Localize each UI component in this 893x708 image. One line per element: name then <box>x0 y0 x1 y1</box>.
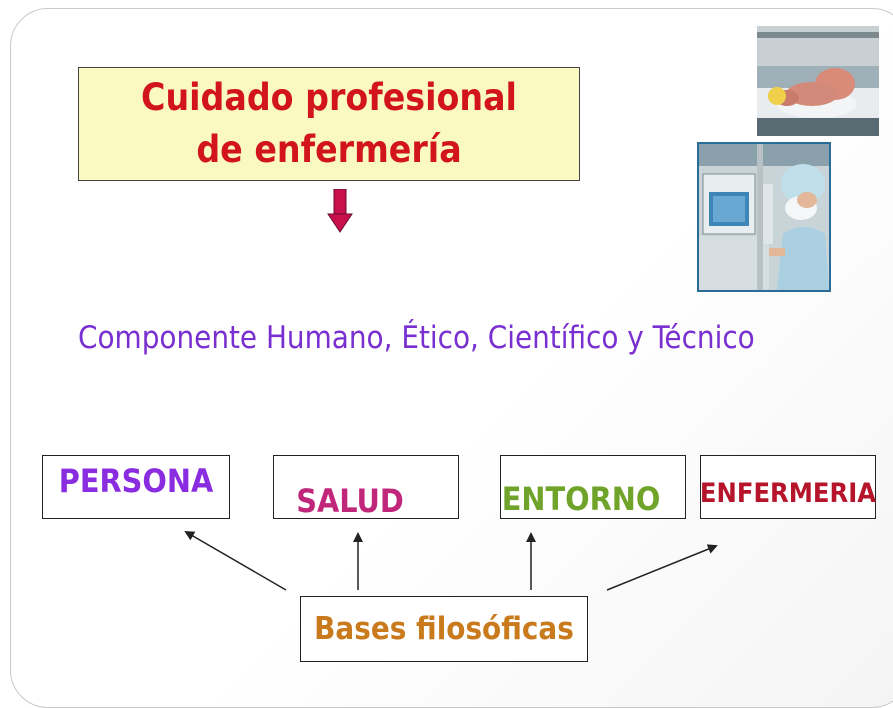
enfermeria-box: ENFERMERIA <box>700 455 876 519</box>
nurse-photo <box>697 142 831 292</box>
newborn-photo <box>757 26 879 136</box>
enfermeria-label: ENFERMERIA <box>699 477 877 509</box>
title-text: Cuidado profesional de enfermería <box>141 76 517 171</box>
arrow-to-enfermeria <box>606 544 718 591</box>
persona-box: PERSONA <box>42 455 230 519</box>
entorno-box: ENTORNO <box>500 455 686 519</box>
down-arrow-icon <box>327 189 353 233</box>
title-box: Cuidado profesional de enfermería <box>78 67 580 181</box>
bases-box: Bases filosóficas <box>300 596 588 662</box>
entorno-label: ENTORNO <box>501 480 661 518</box>
connector-arrows <box>184 530 718 591</box>
salud-box: SALUD <box>273 455 459 520</box>
bases-label: Bases filosóficas <box>314 611 574 647</box>
component-text: Componente Humano, Ético, Científico y T… <box>78 320 755 356</box>
salud-label: SALUD <box>296 482 404 520</box>
arrow-to-persona <box>184 530 287 591</box>
persona-label: PERSONA <box>58 462 214 500</box>
